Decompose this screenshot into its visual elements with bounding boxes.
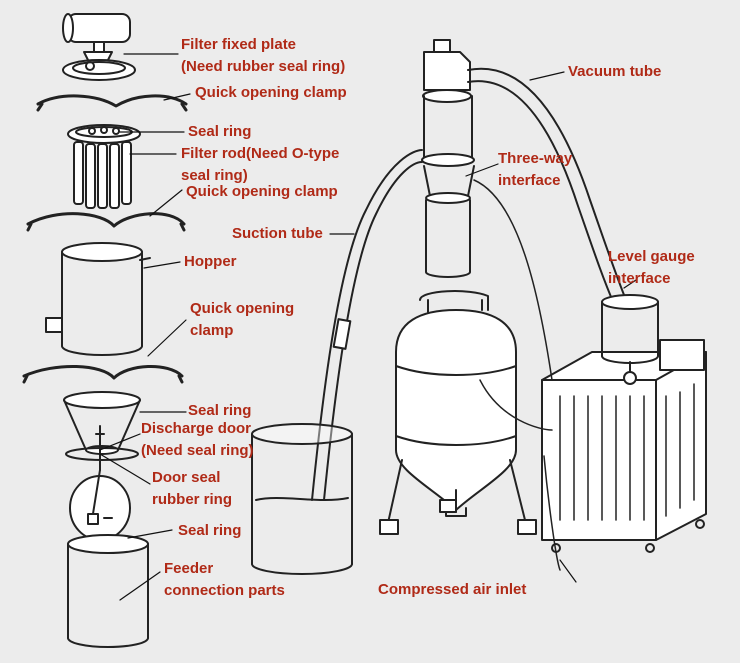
label-filter-fixed-plate: Filter fixed plate (Need rubber seal rin… (181, 34, 345, 78)
label-suction-tube: Suction tube (232, 225, 323, 242)
label-line: interface (608, 270, 671, 287)
quick-clamp-3 (22, 364, 184, 384)
label-level-gauge: Level gauge interface (608, 246, 695, 290)
discharge-door-part (69, 425, 131, 541)
label-three-way: Three-way interface (498, 148, 572, 192)
label-line: (Need rubber seal ring) (181, 58, 346, 75)
label-quick-clamp-3: Quick opening clamp (190, 298, 294, 342)
label-line: Discharge door (141, 420, 252, 437)
storage-tank (379, 290, 537, 535)
label-line: rubber ring (152, 491, 233, 508)
label-quick-clamp-2: Quick opening clamp (186, 183, 338, 200)
label-quick-clamp-1: Quick opening clamp (195, 84, 347, 101)
label-line: (Need seal ring) (141, 442, 254, 459)
hopper-part (45, 242, 151, 356)
level-gauge-hopper (601, 294, 659, 385)
quick-clamp-1 (36, 94, 188, 112)
label-line: Level gauge (608, 248, 695, 265)
feeder-connection-part (67, 534, 149, 648)
label-filter-rod: Filter rod(Need O-type seal ring) (181, 143, 339, 187)
label-seal-ring-2: Seal ring (188, 402, 252, 419)
label-door-seal: Door seal rubber ring (152, 467, 232, 511)
label-line: clamp (190, 322, 234, 339)
label-seal-ring-1: Seal ring (188, 123, 252, 140)
label-line: Filter rod(Need O-type (181, 145, 340, 162)
vacuum-receiver (421, 39, 475, 278)
label-discharge-door: Discharge door (Need seal ring) (141, 418, 254, 462)
filter-plate-and-rods (67, 124, 141, 209)
vacuum-tube-drawing (467, 67, 627, 305)
label-line: Filter fixed plate (181, 36, 297, 53)
label-feeder-parts: Feeder connection parts (164, 558, 285, 602)
label-seal-ring-3: Seal ring (178, 522, 242, 539)
control-cabinet (541, 339, 707, 553)
label-line: Quick opening (190, 300, 295, 317)
quick-clamp-2 (26, 212, 186, 232)
label-line: Three-way (498, 150, 573, 167)
connecting-hoses (473, 179, 561, 571)
label-line: seal ring) (181, 167, 248, 184)
label-compressed-air: Compressed air inlet (378, 581, 527, 598)
label-line: interface (498, 172, 561, 189)
suction-tube-drawing (311, 149, 423, 501)
label-line: Door seal (152, 469, 221, 486)
leader-lines (99, 53, 637, 601)
label-line: Feeder (164, 560, 214, 577)
material-bucket (251, 423, 353, 575)
discharge-cone-part (63, 391, 141, 461)
filter-cap-part (62, 13, 136, 81)
label-vacuum-tube: Vacuum tube (568, 63, 662, 80)
label-line: connection parts (164, 582, 285, 599)
label-hopper: Hopper (184, 253, 237, 270)
